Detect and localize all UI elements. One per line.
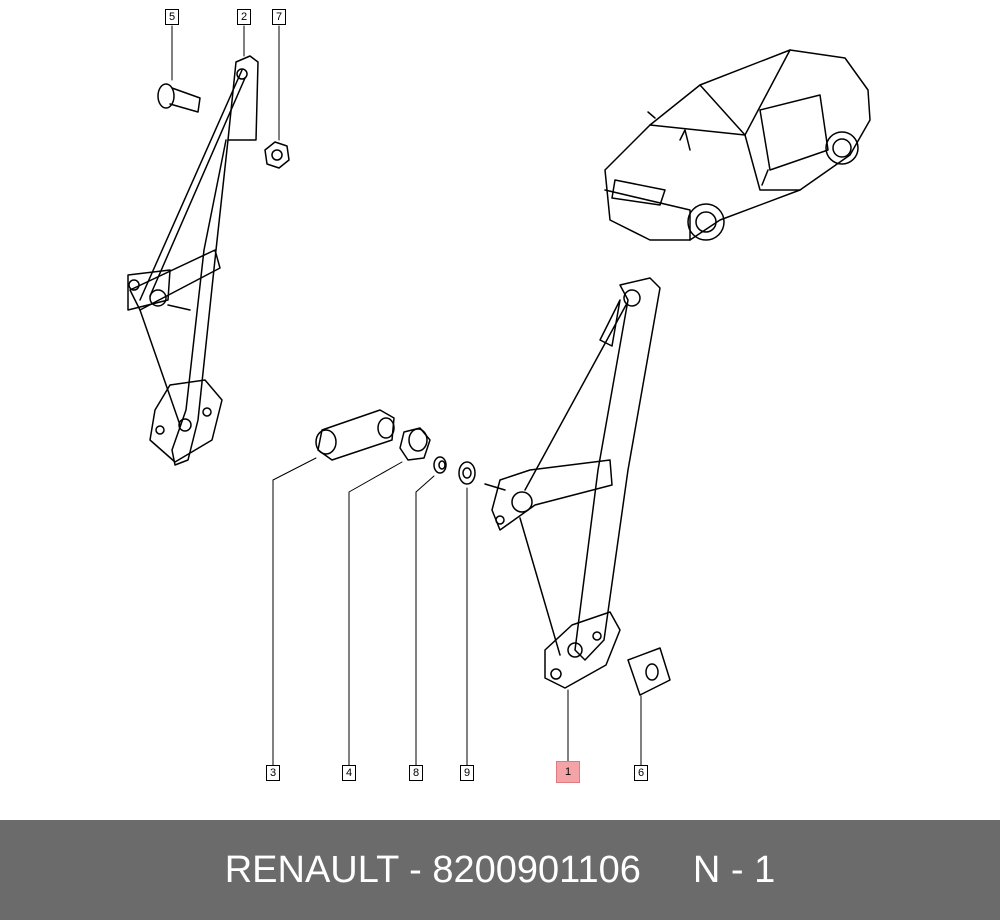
nut-part [264, 141, 290, 169]
callout-1-highlighted: 1 [556, 761, 580, 783]
quantity-label: N - 1 [692, 848, 776, 891]
car-illustration [604, 49, 871, 241]
callout-4: 4 [342, 765, 356, 781]
washer-part [458, 461, 476, 485]
clip-part [627, 647, 671, 696]
callout-2: 2 [237, 9, 251, 25]
bushing-part [399, 427, 431, 461]
callout-3: 3 [266, 765, 280, 781]
part-info-footer: RENAULT - 8200901106 N - 1 [0, 820, 1000, 920]
callout-5: 5 [165, 9, 179, 25]
callout-6: 6 [634, 765, 648, 781]
left-window-regulator [127, 55, 259, 466]
handle-part [315, 409, 395, 461]
callout-8: 8 [409, 765, 423, 781]
parts-diagram [127, 25, 871, 767]
callout-7: 7 [272, 9, 286, 25]
leader-lines [171, 25, 642, 767]
spacer-part [433, 456, 447, 474]
callout-9: 9 [460, 765, 474, 781]
part-number-label: RENAULT - 8200901106 [224, 848, 641, 891]
right-window-regulator [484, 277, 661, 689]
bolt-part [157, 83, 201, 113]
